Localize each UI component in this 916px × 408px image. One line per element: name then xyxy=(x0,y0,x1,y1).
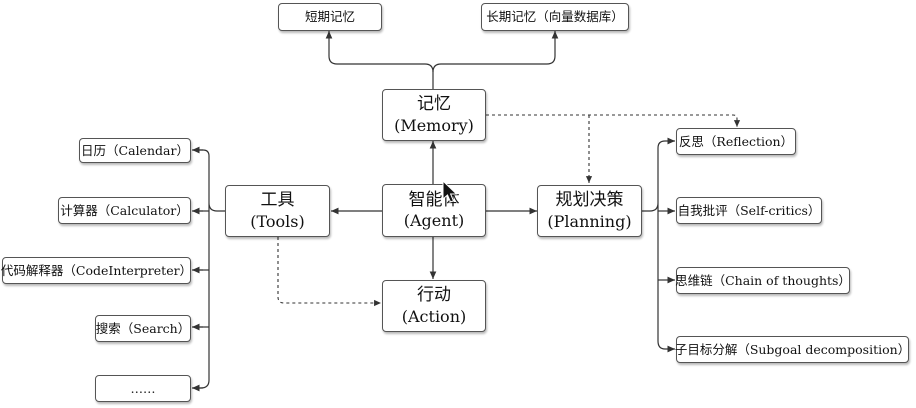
action-label: 行动 xyxy=(417,285,451,306)
memory-item-long-term: 长期记忆（向量数据库） xyxy=(481,3,629,31)
planning-item-label: 自我批评（Self-critics） xyxy=(677,202,821,218)
planning-sublabel: (Planning) xyxy=(547,211,632,231)
agent-sublabel: (Agent) xyxy=(403,211,465,231)
tool-item-more: …… xyxy=(95,375,191,402)
tool-item-calendar: 日历（Calendar） xyxy=(79,138,191,163)
tool-item-calculator: 计算器（Calculator） xyxy=(58,197,191,224)
agent-node: 智能体 (Agent) xyxy=(382,184,486,237)
tools-label: 工具 xyxy=(260,190,295,211)
planning-label: 规划决策 xyxy=(555,190,624,211)
planning-item-self-critics: 自我批评（Self-critics） xyxy=(676,197,822,224)
tool-item-label: 代码解释器（CodeInterpreter） xyxy=(0,262,193,278)
tools-node: 工具 (Tools) xyxy=(225,185,330,237)
mouse-cursor-icon xyxy=(442,180,458,203)
memory-item-short-term: 短期记忆 xyxy=(278,3,382,31)
tool-item-label: 计算器（Calculator） xyxy=(60,202,189,218)
edge-tools-trunk xyxy=(193,149,225,389)
edge-memory-long-term xyxy=(432,31,559,73)
planning-item-subgoal-decomposition: 子目标分解（Subgoal decomposition） xyxy=(674,336,911,363)
action-node: 行动 (Action) xyxy=(382,280,486,332)
memory-item-label: 短期记忆 xyxy=(304,9,355,25)
edge-memory-reflection-dotted xyxy=(486,114,741,127)
tool-item-label: 日历（Calendar） xyxy=(81,142,189,158)
edge-memory-short-term xyxy=(325,31,434,89)
tool-item-search: 搜索（Search） xyxy=(95,315,191,342)
memory-sublabel: (Memory) xyxy=(394,115,474,135)
planning-item-label: 反思（Reflection） xyxy=(678,133,794,149)
planning-item-chain-of-thoughts: 思维链（Chain of thoughts） xyxy=(675,267,851,294)
planning-item-reflection: 反思（Reflection） xyxy=(676,128,796,155)
planning-item-label: 思维链（Chain of thoughts） xyxy=(675,272,851,288)
planning-item-label: 子目标分解（Subgoal decomposition） xyxy=(674,341,911,357)
tool-item-label: 搜索（Search） xyxy=(95,320,191,336)
edge-planning-trunk xyxy=(642,140,674,350)
memory-node: 记忆 (Memory) xyxy=(382,89,486,141)
tool-item-code-interpreter: 代码解释器（CodeInterpreter） xyxy=(0,257,193,284)
memory-item-label: 长期记忆（向量数据库） xyxy=(486,9,624,25)
tools-sublabel: (Tools) xyxy=(250,211,305,231)
tool-item-label: …… xyxy=(130,380,156,396)
memory-label: 记忆 xyxy=(417,94,451,115)
edge-tools-action-dotted xyxy=(277,237,381,307)
planning-node: 规划决策 (Planning) xyxy=(537,185,642,237)
action-sublabel: (Action) xyxy=(401,306,467,326)
